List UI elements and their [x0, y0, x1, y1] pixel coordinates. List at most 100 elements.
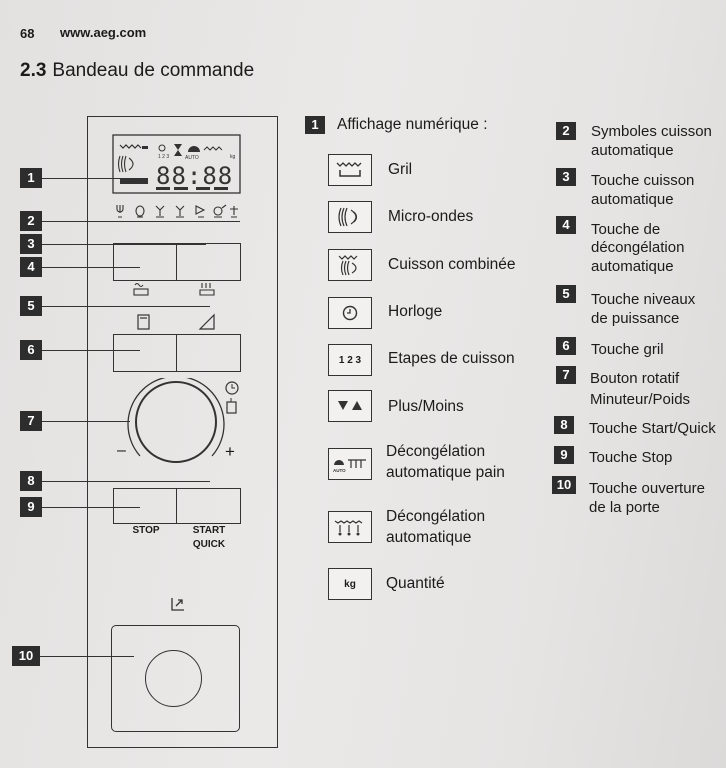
- callout-line: [38, 656, 134, 657]
- list-7-line1: Bouton rotatif: [590, 370, 680, 387]
- legend-plus-minus-label: Plus/Moins: [388, 398, 464, 415]
- callout-10: 10: [12, 646, 40, 666]
- legend-microwave-label: Micro-ondes: [388, 208, 474, 225]
- section-title-text: Bandeau de commande: [52, 60, 255, 81]
- list-3-line2: automatique: [591, 191, 674, 208]
- legend-title: Affichage numérique :: [337, 116, 488, 133]
- microwave-icon: [328, 201, 372, 233]
- knob-clock-icon: [225, 381, 239, 395]
- callout-8: 8: [20, 471, 42, 491]
- svg-text:AUTO: AUTO: [333, 468, 346, 473]
- callout-3: 3: [20, 234, 42, 254]
- button-divider: [176, 334, 178, 371]
- legend-bread-defrost-label-1: Décongélation: [386, 443, 486, 460]
- knob-weight-icon: [226, 401, 237, 414]
- door-button-circle: [145, 650, 202, 707]
- list-num-10: 10: [552, 476, 576, 494]
- legend-grill-label: Gril: [388, 161, 413, 178]
- plus-minus-icon: [328, 390, 372, 422]
- callout-line: [40, 178, 124, 179]
- list-4-line1: Touche de: [591, 221, 661, 238]
- list-4-line3: automatique: [591, 258, 674, 275]
- list-6-line1: Touche gril: [591, 341, 664, 358]
- list-7-line2: Minuteur/Poids: [590, 391, 691, 408]
- list-num-8: 8: [554, 416, 574, 434]
- power-level-icon: [198, 313, 215, 330]
- display-kg-text: kg: [230, 154, 236, 160]
- list-5-line2: de puissance: [591, 310, 680, 327]
- start-label: START: [192, 525, 226, 536]
- list-num-6: 6: [556, 337, 576, 355]
- list-4-line2: décongélation: [591, 239, 685, 256]
- callout-line: [40, 507, 140, 508]
- list-10-line2: de la porte: [589, 499, 660, 516]
- list-8-line1: Touche Start/Quick: [589, 420, 716, 437]
- list-2-line1: Symboles cuisson: [591, 123, 712, 140]
- list-num-2: 2: [556, 122, 576, 140]
- section-number: 2.3: [20, 60, 47, 81]
- defrost-button-icon: [199, 283, 215, 296]
- callout-1: 1: [20, 168, 42, 188]
- legend-clock-label: Horloge: [388, 303, 443, 320]
- door-open-button[interactable]: [111, 625, 240, 732]
- rotary-knob[interactable]: [110, 378, 250, 470]
- legend-combi-label: Cuisson combinée: [388, 256, 516, 273]
- kg-icon: kg: [328, 568, 372, 600]
- defrost-icon: [328, 511, 372, 543]
- callout-5: 5: [20, 296, 42, 316]
- legend-bread-defrost-label-2: automatique pain: [386, 464, 505, 481]
- legend-steps-label: Etapes de cuisson: [388, 350, 515, 367]
- callout-line: [40, 306, 210, 307]
- legend-title-number: 1: [305, 116, 325, 134]
- bread-defrost-icon: AUTO: [328, 448, 372, 480]
- list-5-line1: Touche niveaux: [591, 291, 696, 308]
- knob-minus: –: [117, 442, 126, 459]
- steps-icon: 1 2 3: [328, 344, 372, 376]
- callout-2: 2: [20, 211, 42, 231]
- callout-line: [40, 350, 140, 351]
- list-num-7: 7: [556, 366, 576, 384]
- stop-label: STOP: [132, 525, 160, 536]
- callout-4: 4: [20, 257, 42, 277]
- button-divider: [176, 488, 178, 523]
- list-num-9: 9: [554, 446, 574, 464]
- clock-icon: [328, 297, 372, 329]
- display-digits: 88:88: [156, 162, 233, 190]
- button-icons-row-1: [133, 282, 215, 296]
- list-9-line1: Touche Stop: [589, 449, 673, 466]
- knob-plus: +: [225, 442, 235, 461]
- callout-line: [40, 221, 240, 222]
- page-number: 68: [20, 26, 35, 41]
- display-grill-icon: [119, 144, 142, 149]
- callout-line: [40, 481, 210, 482]
- grill-icon: [328, 154, 372, 186]
- display-steps-text: 1 2 3: [158, 154, 169, 160]
- legend-kg-label: Quantité: [386, 575, 445, 592]
- display-auto-text: AUTO: [185, 155, 199, 161]
- list-num-4: 4: [556, 216, 576, 234]
- auto-cook-icon: [134, 282, 144, 288]
- callout-line: [40, 421, 130, 422]
- list-2-line2: automatique: [591, 142, 674, 159]
- combi-icon: [328, 249, 372, 281]
- list-3-line1: Touche cuisson: [591, 172, 695, 189]
- legend-defrost-label-2: automatique: [386, 529, 472, 546]
- list-num-3: 3: [556, 168, 576, 186]
- auto-cooking-symbols: [116, 204, 238, 218]
- header-url: www.aeg.com: [60, 25, 147, 40]
- callout-line: [40, 267, 140, 268]
- display-microwave-icon: [117, 155, 134, 173]
- digital-display: 1 2 3 AUTO kg 88:88: [112, 134, 241, 194]
- control-panel: [87, 116, 278, 748]
- callout-9: 9: [20, 497, 42, 517]
- list-10-line1: Touche ouverture: [589, 480, 705, 497]
- callout-line: [40, 244, 206, 245]
- button-divider: [176, 243, 178, 280]
- callout-7: 7: [20, 411, 42, 431]
- grill-button-icon: [137, 314, 150, 330]
- legend-defrost-label-1: Décongélation: [386, 508, 486, 525]
- door-open-icon: [171, 598, 184, 611]
- list-num-5: 5: [556, 285, 576, 303]
